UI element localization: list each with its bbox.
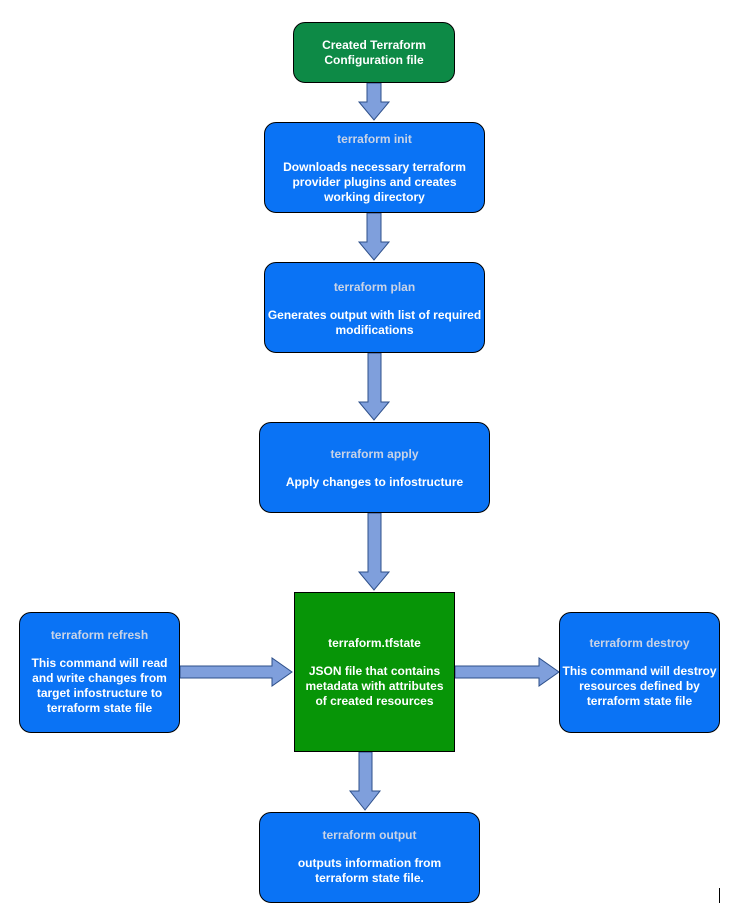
node-terraform-apply-desc: Apply changes to infostructure — [285, 475, 464, 489]
node-terraform-destroy: terraform destroy This command will dest… — [559, 612, 720, 733]
node-terraform-destroy-title: terraform destroy — [589, 636, 690, 650]
node-created-configuration-text: Created Terraform Configuration file — [322, 38, 426, 67]
text-cursor — [719, 888, 720, 903]
arrow-apply-to-state — [357, 512, 391, 591]
node-created-configuration: Created Terraform Configuration file — [293, 22, 455, 83]
node-terraform-plan-desc: Generates output with list of required m… — [267, 308, 482, 337]
node-terraform-tfstate-desc: JSON file that contains metadata with at… — [305, 664, 444, 708]
node-terraform-apply-title: terraform apply — [330, 447, 419, 461]
node-terraform-init-title: terraform init — [337, 132, 412, 146]
arrow-state-to-output — [348, 751, 382, 811]
arrow-init-to-plan — [357, 212, 391, 261]
node-terraform-plan-title: terraform plan — [333, 280, 416, 294]
node-terraform-tfstate: terraform.tfstate JSON file that contain… — [294, 592, 455, 752]
node-terraform-plan: terraform plan Generates output with lis… — [264, 262, 485, 353]
arrow-refresh-to-state — [179, 657, 293, 687]
node-terraform-output-desc: outputs information from terraform state… — [297, 856, 442, 885]
node-terraform-destroy-desc: This command will destroy resources defi… — [562, 664, 717, 708]
node-terraform-tfstate-title: terraform.tfstate — [328, 636, 421, 650]
node-terraform-output-title: terraform output — [322, 828, 417, 842]
node-terraform-apply: terraform apply Apply changes to infostr… — [259, 422, 490, 513]
node-terraform-refresh-desc: This command will read and write changes… — [31, 656, 168, 715]
node-terraform-refresh-title: terraform refresh — [50, 628, 149, 642]
node-terraform-init-desc: Downloads necessary terraform provider p… — [283, 160, 466, 204]
node-terraform-init: terraform init Downloads necessary terra… — [264, 122, 485, 213]
arrow-plan-to-apply — [357, 352, 391, 421]
node-terraform-output: terraform output outputs information fro… — [259, 812, 480, 903]
arrow-state-to-destroy — [454, 657, 560, 687]
node-terraform-refresh: terraform refresh This command will read… — [19, 612, 180, 733]
arrow-start-to-init — [357, 82, 391, 121]
